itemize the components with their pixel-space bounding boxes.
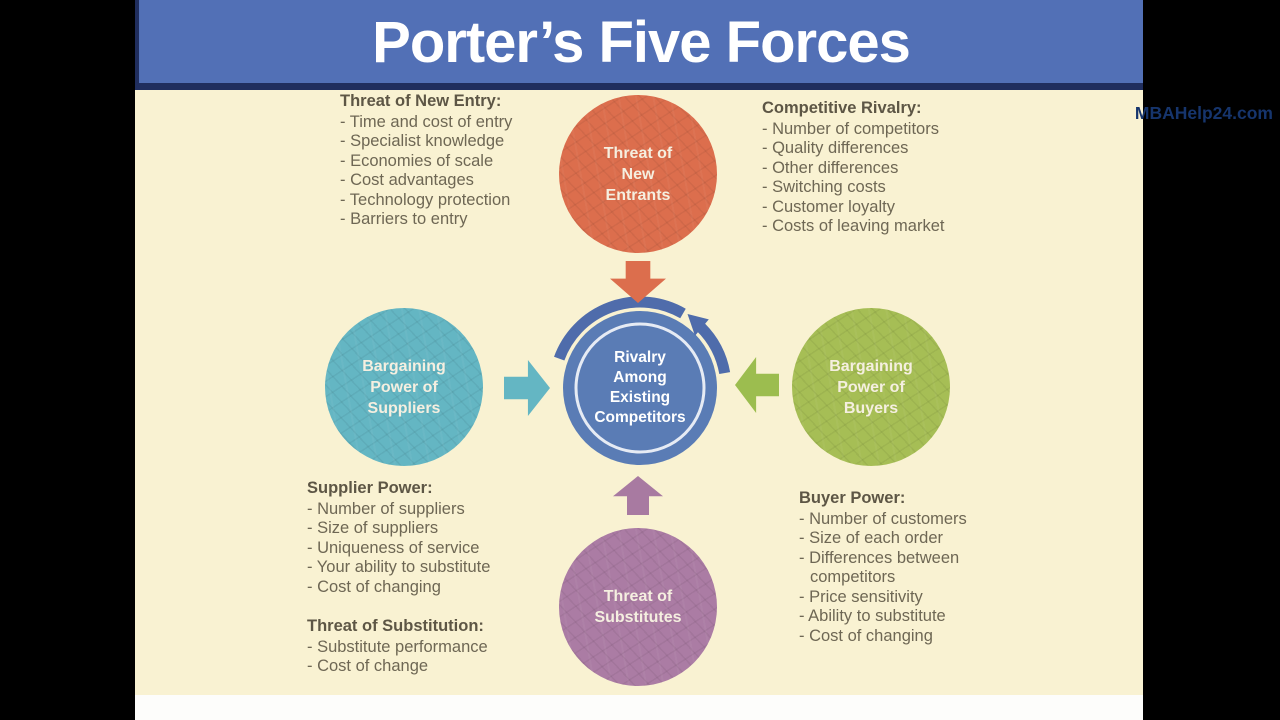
- list-item: - Specialist knowledge: [340, 132, 505, 150]
- circle-label: Threat of New Entrants: [604, 143, 672, 206]
- circle-label-line: New: [621, 165, 655, 183]
- buyer-power-list: Buyer Power: - Number of customers - Siz…: [799, 489, 1004, 646]
- list-item: - Customer loyalty: [762, 197, 895, 216]
- threat-of-substitution-heading: Threat of Substitution:: [307, 617, 484, 635]
- competitive-rivalry-heading: Competitive Rivalry:: [762, 99, 922, 117]
- circle-label-line: Rivalry: [614, 349, 666, 366]
- list-item: - Price sensitivity: [799, 587, 923, 606]
- brand-watermark: MBAHelp24.com: [1134, 103, 1273, 123]
- circle-label-line: Threat of: [603, 144, 673, 162]
- rivalry-cycle-arrow-icon: [554, 296, 731, 465]
- list-item: - Cost of changing: [799, 626, 933, 645]
- list-item: - Quality differences: [762, 139, 909, 157]
- list-item: - Number of customers: [799, 509, 967, 528]
- circle-label: Bargaining Power of Buyers: [829, 356, 913, 419]
- circle-label: Bargaining Power of Suppliers: [362, 356, 446, 419]
- list-item: - Cost of changing: [307, 577, 441, 596]
- list-item: - Costs of leaving market: [762, 217, 945, 235]
- title-bar: Porter’s Five Forces: [135, 0, 1143, 90]
- buyer-power-heading: Buyer Power:: [799, 489, 906, 507]
- circle-label-line: Buyers: [843, 399, 899, 417]
- bargaining-power-of-suppliers-circle: Bargaining Power of Suppliers: [325, 308, 483, 466]
- list-item: - Economies of scale: [340, 151, 494, 170]
- list-item: - Your ability to substitute: [307, 558, 491, 576]
- list-item: - Number of suppliers: [307, 499, 465, 518]
- list-item: - Size of suppliers: [307, 519, 439, 537]
- list-item: - Switching costs: [762, 178, 886, 196]
- page-title: Porter’s Five Forces: [372, 10, 911, 75]
- new-entry-list: Threat of New Entry: - Time and cost of …: [340, 92, 580, 230]
- circle-label-line: Entrants: [605, 186, 671, 204]
- circle-label-line: Bargaining: [829, 357, 913, 375]
- list-item: - Cost advantages: [340, 171, 474, 189]
- list-item: - Other differences: [762, 158, 899, 177]
- circle-label-line: Threat of: [603, 588, 673, 605]
- threat-of-substitutes-circle: Threat of Substitutes: [559, 528, 717, 686]
- new-entry-heading: Threat of New Entry:: [340, 92, 502, 110]
- list-item: - Size of each order: [799, 529, 943, 547]
- list-item: - Technology protection: [340, 190, 511, 209]
- circle-label: Threat of Substitutes: [594, 586, 681, 628]
- competitive-rivalry-list: Competitive Rivalry: - Number of competi…: [762, 99, 1002, 237]
- circle-label-line: Competitors: [594, 409, 686, 426]
- list-item: - Cost of change: [307, 657, 429, 675]
- supplier-power-heading: Supplier Power:: [307, 479, 433, 497]
- rivalry-center-node: Rivalry Among Existing Competitors: [540, 288, 740, 488]
- circle-label-line: Suppliers: [367, 399, 441, 417]
- list-item: - Time and cost of entry: [340, 112, 513, 131]
- threat-of-substitution-list: Threat of Substitution: - Substitute per…: [307, 617, 557, 677]
- list-item: - Barriers to entry: [340, 210, 468, 228]
- circle-label-line: Bargaining: [362, 357, 446, 375]
- list-item: - Substitute performance: [307, 637, 488, 656]
- circle-label: Rivalry Among Existing Competitors: [540, 288, 740, 488]
- bargaining-power-of-buyers-circle: Bargaining Power of Buyers: [792, 308, 950, 466]
- circle-label-line: Existing: [609, 389, 671, 406]
- circle-label-line: Power of: [837, 378, 905, 396]
- footer-strip: [135, 695, 1143, 720]
- circle-label-line: Power of: [370, 378, 438, 396]
- circle-label-line: Among: [613, 369, 667, 386]
- supplier-power-list: Supplier Power: - Number of suppliers - …: [307, 479, 557, 597]
- threat-of-new-entrants-circle: Threat of New Entrants: [559, 95, 717, 253]
- list-item: - Differences between competitors: [799, 548, 960, 587]
- list-item: - Uniqueness of service: [307, 538, 480, 557]
- list-item: - Ability to substitute: [799, 607, 946, 625]
- circle-label-line: Substitutes: [594, 609, 682, 626]
- list-item: - Number of competitors: [762, 119, 939, 138]
